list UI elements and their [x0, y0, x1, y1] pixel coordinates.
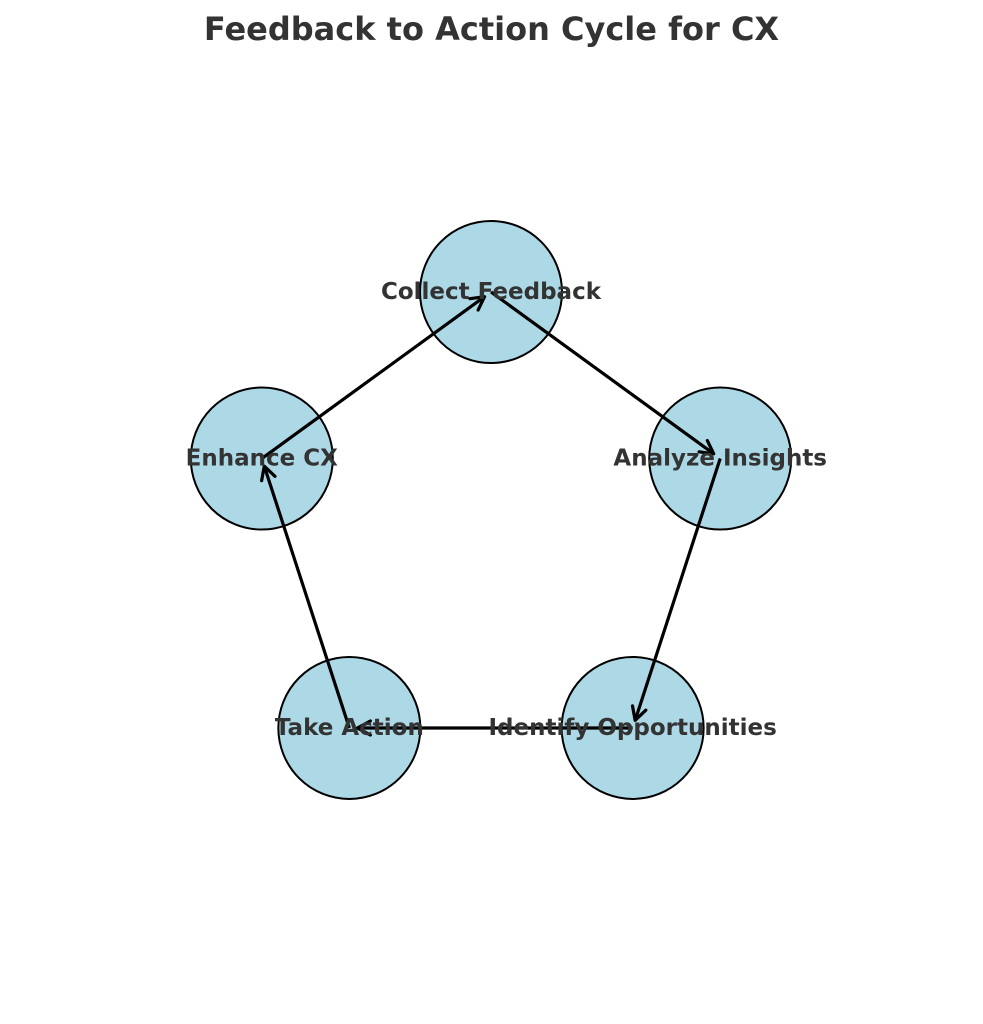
- arrowhead: [260, 464, 277, 483]
- edge-arrow-enhance-cx-to-collect-feedback: [260, 295, 487, 460]
- edges-layer: [260, 290, 722, 737]
- edge-line: [260, 295, 486, 460]
- arrowhead: [355, 719, 372, 737]
- edge-line: [490, 290, 715, 456]
- edge-arrow-identify-opportunities-to-take-action: [355, 719, 633, 737]
- diagram-title: Feedback to Action Cycle for CX: [203, 10, 780, 48]
- edge-arrow-take-action-to-enhance-cx: [260, 464, 351, 729]
- node-label-take-action: Take Action: [275, 715, 424, 741]
- arrowhead: [468, 295, 487, 312]
- arrowhead: [697, 438, 716, 456]
- node-label-identify-opportunities: Identify Opportunities: [489, 715, 777, 741]
- edge-line: [633, 458, 722, 721]
- arrowhead: [630, 704, 648, 722]
- node-label-collect-feedback: Collect Feedback: [381, 279, 602, 305]
- node-label-enhance-cx: Enhance CX: [186, 446, 338, 472]
- edge-line: [262, 465, 351, 729]
- edge-arrow-collect-feedback-to-analyze-insights: [490, 290, 716, 456]
- edge-arrow-analyze-insights-to-identify-opportunities: [630, 458, 722, 722]
- node-label-analyze-insights: Analyze Insights: [613, 446, 827, 472]
- nodes-layer: [189, 220, 793, 800]
